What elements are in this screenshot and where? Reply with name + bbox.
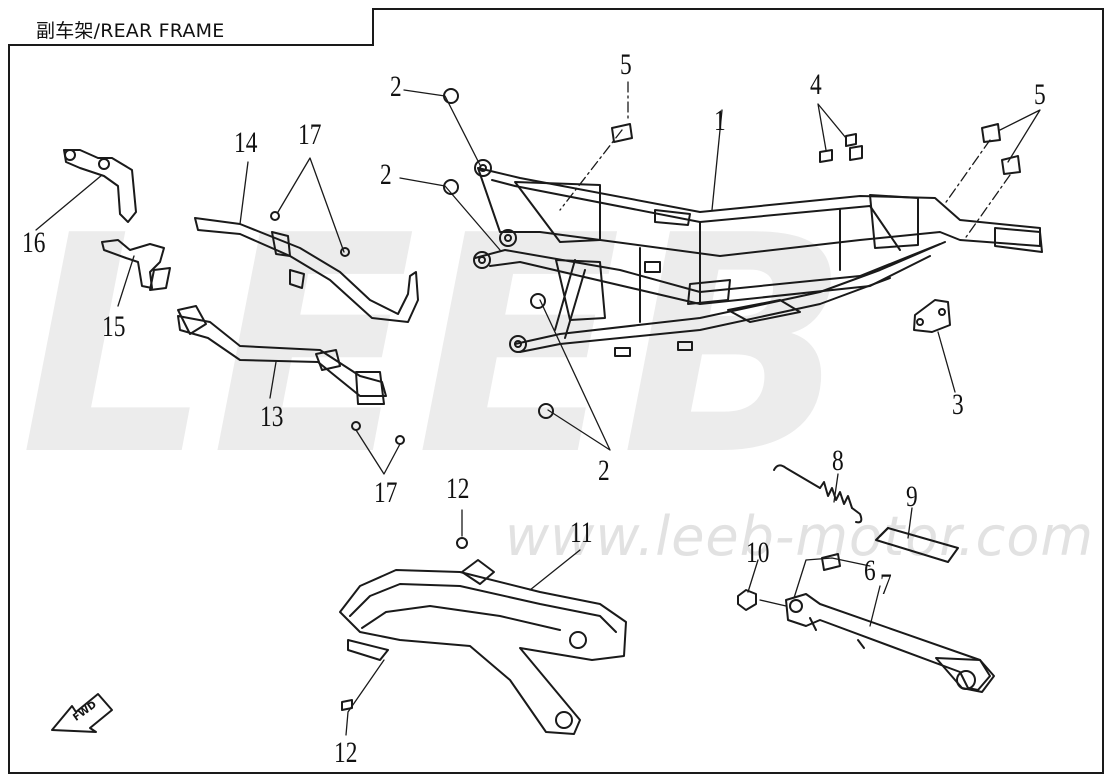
callout-13: 13 xyxy=(260,400,284,433)
callout-5-right: 5 xyxy=(1034,78,1046,111)
callout-17-top: 17 xyxy=(298,118,322,151)
callout-10: 10 xyxy=(746,536,770,569)
bolts-part-12 xyxy=(341,537,468,711)
chain-guard-part-11 xyxy=(339,559,627,735)
fwd-arrow-icon xyxy=(51,693,113,733)
page-title: 副车架/REAR FRAME xyxy=(36,20,225,42)
callout-12-bottom: 12 xyxy=(334,736,358,769)
sleeve-part-9 xyxy=(875,527,959,563)
watermark-url: www.leeb-motor.com xyxy=(505,505,1095,568)
nut-part-10 xyxy=(737,589,757,611)
leader-lines xyxy=(35,81,1041,736)
callout-3: 3 xyxy=(952,388,964,421)
side-bar-part-14 xyxy=(194,211,419,323)
bracket-part-3 xyxy=(913,299,951,333)
side-bar-part-13 xyxy=(177,305,405,445)
bracket-part-15 xyxy=(101,239,171,291)
callout-9: 9 xyxy=(906,480,918,513)
callout-7: 7 xyxy=(880,568,892,601)
callout-15: 15 xyxy=(102,310,126,343)
spring-part-8 xyxy=(773,464,863,524)
drawing-frame xyxy=(8,8,1104,774)
rear-frame-part xyxy=(473,159,1043,357)
callout-2-middle: 2 xyxy=(380,158,392,191)
callout-1: 1 xyxy=(714,104,726,137)
callout-8: 8 xyxy=(832,444,844,477)
callout-14: 14 xyxy=(234,126,258,159)
bolts-part-5 xyxy=(611,123,1021,175)
title-box xyxy=(8,8,374,46)
nuts-part-2 xyxy=(443,88,554,419)
bolts-part-4 xyxy=(819,133,863,163)
bracket-part-16 xyxy=(63,149,137,223)
callout-6: 6 xyxy=(864,554,876,587)
side-stand-part-7 xyxy=(785,593,995,693)
callout-4: 4 xyxy=(810,68,822,101)
bolt-part-6 xyxy=(821,553,841,571)
callout-2-bottom: 2 xyxy=(598,454,610,487)
callout-16: 16 xyxy=(22,226,46,259)
callout-5-left: 5 xyxy=(620,48,632,81)
callout-2-top: 2 xyxy=(390,70,402,103)
callout-11: 11 xyxy=(570,516,593,549)
callout-17-bottom: 17 xyxy=(374,476,398,509)
callout-12-top: 12 xyxy=(446,472,470,505)
